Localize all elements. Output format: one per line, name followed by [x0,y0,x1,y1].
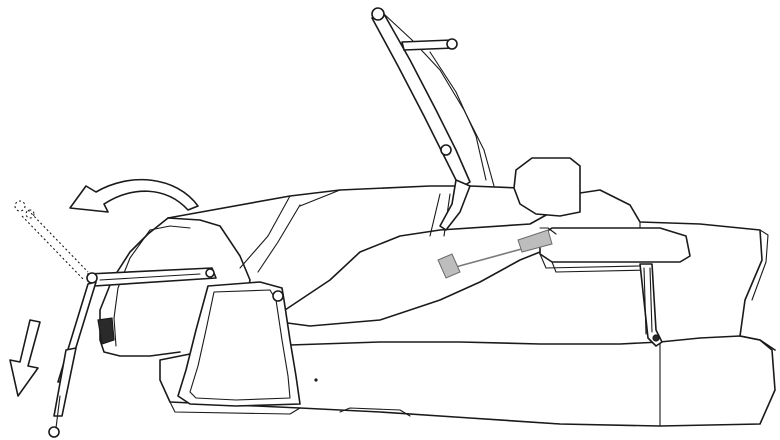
down-direction-arrow [9,319,41,397]
folding-arm-assembly [48,267,217,438]
operator-seat [513,157,691,273]
gas-strut [437,227,557,279]
upper-mast [371,7,495,189]
phantom-arm-position [14,200,89,281]
lower-boom [439,179,471,231]
cab-canopy [167,185,561,327]
front-nose [97,217,251,357]
seat-support [639,263,663,347]
front-side-panel [177,281,301,407]
curved-rotation-arrow [69,178,199,213]
rear-body [559,189,776,351]
